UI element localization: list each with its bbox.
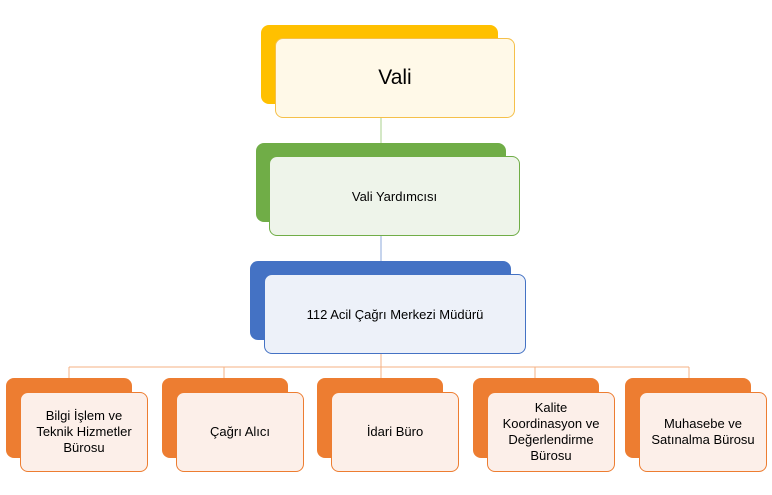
node-unit-4-box: Kalite Koordinasyon ve Değerlendirme Bür… <box>487 392 615 472</box>
node-unit-2-box: Çağrı Alıcı <box>176 392 304 472</box>
node-deputy-label: Vali Yardımcısı <box>351 188 438 204</box>
node-unit-3-box: İdari Büro <box>331 392 459 472</box>
node-unit-5-box: Muhasebe ve Satınalma Bürosu <box>639 392 767 472</box>
node-director-label: 112 Acil Çağrı Merkezi Müdürü <box>306 306 484 322</box>
node-unit-1-box: Bilgi İşlem ve Teknik Hizmetler Bürosu <box>20 392 148 472</box>
node-director-box: 112 Acil Çağrı Merkezi Müdürü <box>264 274 526 354</box>
node-vali-label: Vali <box>378 66 412 89</box>
node-unit-2-label: Çağrı Alıcı <box>210 424 270 439</box>
node-deputy-box: Vali Yardımcısı <box>269 156 520 236</box>
node-unit-1-label: Bilgi İşlem ve Teknik Hizmetler Bürosu <box>36 408 132 455</box>
node-vali-box: Vali <box>275 38 515 118</box>
node-unit-3-label: İdari Büro <box>366 424 424 439</box>
node-unit-5-label: Muhasebe ve Satınalma Bürosu <box>651 416 755 447</box>
node-unit-4-label: Kalite Koordinasyon ve Değerlendirme Bür… <box>502 400 600 463</box>
